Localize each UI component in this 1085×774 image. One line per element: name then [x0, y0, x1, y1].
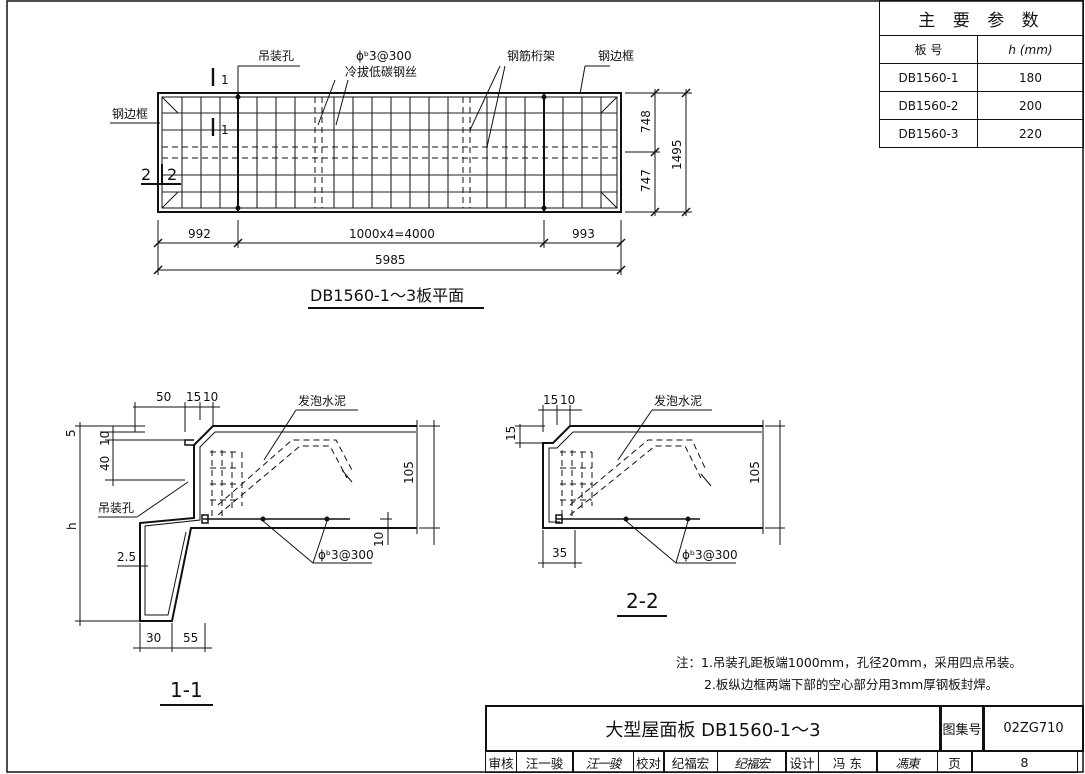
dim-5985: 5985 — [375, 253, 406, 267]
dim-2-2-10: 10 — [560, 393, 575, 407]
header-h: h (mm) — [977, 35, 1084, 64]
note-1: 注：1.吊装孔距板端1000mm，孔径20mm，采用四点吊装。 — [676, 655, 1022, 670]
section-mark-1-bottom: 1 — [221, 123, 229, 137]
dim-1-1-v5: 5 — [64, 429, 78, 437]
label-2-2-wire: ϕᵇ3@300 — [682, 548, 738, 562]
atlas-number: 02ZG710 — [983, 705, 1084, 752]
label-1-1-foam: 发泡水泥 — [298, 393, 346, 408]
design-name: 冯 东 — [817, 751, 878, 773]
dim-1-1-55: 55 — [183, 631, 198, 645]
title-block: 大型屋面板 DB1560-1～3 图集号 02ZG710 审核 汪一骏 汪一骏 … — [485, 705, 1084, 773]
plan-dims-horizontal — [153, 220, 626, 275]
section-1-1-outline — [139, 425, 417, 622]
label-1-1-wire: ϕᵇ3@300 — [318, 548, 374, 562]
section-1-1: 50 15 10 5 10 40 h 105 10 2.5 30 55 — [64, 390, 440, 706]
cell-h: 220 — [977, 119, 1084, 148]
cell-board: DB1560-2 — [879, 91, 978, 120]
section-2-2-outline — [542, 425, 763, 529]
dim-993: 993 — [572, 227, 595, 241]
parameter-table-caption: 主 要 参 数 — [879, 0, 1084, 36]
header-board-no: 板 号 — [879, 35, 978, 64]
dim-1-1-50: 50 — [156, 390, 171, 404]
table-row: DB1560-2 200 — [879, 91, 1084, 120]
dim-992: 992 — [188, 227, 211, 241]
dim-1495: 1495 — [670, 139, 684, 170]
plan-label-truss: 钢筋桁架 — [507, 48, 555, 63]
dim-747: 747 — [639, 169, 653, 192]
dim-1000x4: 1000x4=4000 — [349, 227, 435, 241]
plan-dims-vertical — [625, 88, 692, 217]
cell-board: DB1560-1 — [879, 63, 978, 92]
plan-label-wire-spec: ϕᵇ3@300 — [356, 49, 412, 63]
review-signature: 汪一骏 — [572, 751, 634, 773]
dim-2-2-15: 15 — [543, 393, 558, 407]
table-row: DB1560-3 220 — [879, 119, 1084, 148]
section-1-1-truss — [217, 439, 353, 516]
cell-h: 200 — [977, 91, 1084, 120]
check-label: 校对 — [632, 751, 665, 773]
plan-view: 吊装孔 ϕᵇ3@300 冷拔低碳钢丝 钢筋桁架 钢边框 钢边框 1 1 2 2 — [110, 48, 692, 309]
dim-2-2-105: 105 — [748, 461, 762, 484]
dim-748: 748 — [639, 110, 653, 133]
note-2: 2.板纵边框两端下部的空心部分用3mm厚钢板封焊。 — [704, 677, 999, 692]
parameter-table: 主 要 参 数 板 号 h (mm) DB1560-1 180 DB1560-2… — [879, 0, 1084, 148]
section-1-1-title: 1-1 — [170, 678, 203, 702]
plan-label-lift-hole: 吊装孔 — [258, 49, 294, 63]
check-signature: 纪福宏 — [716, 751, 787, 773]
dim-1-1-30: 30 — [146, 631, 161, 645]
dim-1-1-h: h — [65, 522, 79, 530]
plan-truss-dashes — [162, 97, 617, 208]
plan-label-frame-right: 钢边框 — [598, 49, 634, 63]
review-label: 审核 — [485, 751, 517, 773]
review-name: 汪一骏 — [515, 751, 574, 773]
section-mark-2-right: 2 — [167, 165, 177, 184]
table-row: DB1560-1 180 — [879, 63, 1084, 92]
section-mark-2-left: 2 — [141, 165, 151, 184]
label-2-2-foam: 发泡水泥 — [654, 393, 702, 408]
drawing-title: 大型屋面板 DB1560-1～3 — [485, 705, 941, 752]
dim-1-1-2-5: 2.5 — [117, 550, 136, 564]
dim-1-1-10b: 10 — [372, 532, 386, 547]
cell-board: DB1560-3 — [879, 119, 978, 148]
design-signature: 馮東 — [876, 751, 938, 773]
check-name: 纪福宏 — [663, 751, 718, 773]
section-2-2-title: 2-2 — [626, 589, 659, 613]
plan-outline — [157, 92, 622, 213]
dim-1-1-10: 10 — [203, 390, 218, 404]
section-mark-1-top: 1 — [221, 73, 229, 87]
atlas-label: 图集号 — [940, 705, 984, 752]
plan-grid — [162, 97, 617, 208]
page-label: 页 — [936, 751, 973, 773]
plan-label-frame-left: 钢边框 — [112, 107, 148, 121]
page-number: 8 — [971, 751, 1078, 773]
cell-h: 180 — [977, 63, 1084, 92]
dim-1-1-v10: 10 — [98, 431, 112, 446]
signature-row: 审核 汪一骏 汪一骏 校对 纪福宏 纪福宏 设计 冯 东 馮東 页 8 — [485, 751, 1084, 773]
section-2-2: 15 10 15 105 35 发泡水泥 ϕᵇ3@300 2-2 — [504, 393, 785, 617]
dim-2-2-v15: 15 — [504, 426, 518, 441]
plan-label-wire-material: 冷拔低碳钢丝 — [345, 64, 417, 79]
dim-1-1-105: 105 — [402, 461, 416, 484]
label-1-1-lift-hole: 吊装孔 — [98, 501, 134, 515]
plan-title: DB1560-1～3板平面 — [310, 286, 464, 305]
design-label: 设计 — [785, 751, 819, 773]
dim-2-2-35: 35 — [552, 546, 567, 560]
dim-1-1-15: 15 — [186, 390, 201, 404]
notes: 注：1.吊装孔距板端1000mm，孔径20mm，采用四点吊装。 2.板纵边框两端… — [676, 652, 1022, 696]
dim-1-1-v40: 40 — [98, 456, 112, 471]
